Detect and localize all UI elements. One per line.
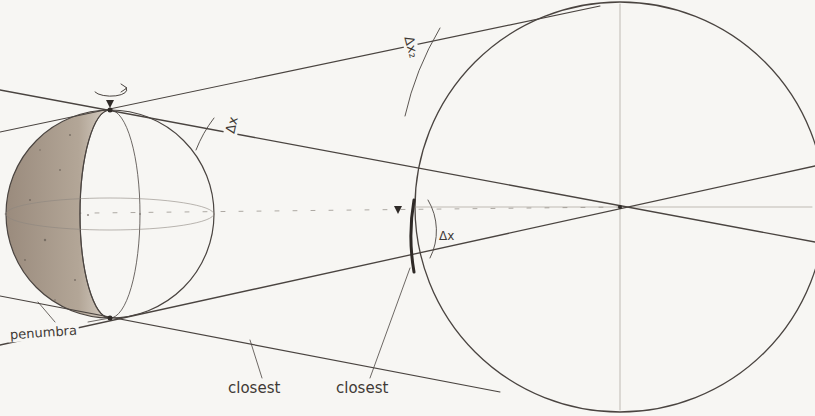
marker-triangle [106, 100, 114, 108]
dimension-label: Δx [223, 114, 241, 137]
leader-line [250, 340, 262, 378]
leader-line [370, 268, 410, 378]
point [108, 108, 113, 113]
terminator [80, 110, 140, 318]
leader-line [38, 302, 55, 322]
dimension-arc [196, 118, 214, 150]
axis-line [5, 207, 620, 214]
part-label: closest [226, 380, 282, 397]
point [108, 316, 113, 321]
penumbra-line [0, 6, 600, 132]
dimension-arc [428, 200, 437, 258]
large-sphere [415, 2, 815, 412]
penumbra-line [0, 296, 500, 392]
axis-line [415, 207, 812, 208]
shaded-hemisphere [6, 110, 110, 318]
equator [6, 198, 214, 230]
markers [106, 100, 622, 321]
marker-triangle [394, 206, 402, 214]
leader-line [88, 318, 110, 322]
point [618, 205, 622, 209]
rotation-arrow [95, 88, 127, 96]
dimension-label: Δx [437, 230, 456, 243]
part-label: closest [334, 380, 390, 397]
rotation-arrow [121, 84, 127, 92]
dimension-label: Δx₂ [401, 33, 421, 62]
lit-hemisphere [110, 110, 214, 318]
pencil-dots [24, 134, 89, 301]
closest-arc [411, 200, 414, 272]
umbra-line [0, 90, 815, 242]
umbra-line [0, 166, 815, 345]
part-label: penumbra [8, 324, 80, 343]
